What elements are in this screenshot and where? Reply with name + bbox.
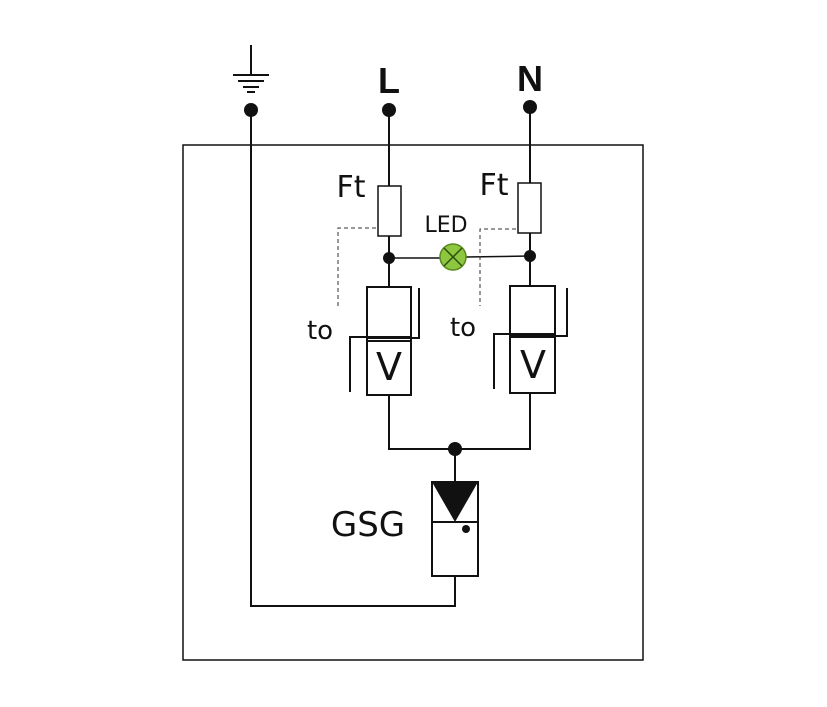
fuse-left-label: Ft xyxy=(336,170,365,205)
terminal-label-neutral: N xyxy=(517,58,543,99)
varistor-right xyxy=(493,285,568,394)
thermal-link-left xyxy=(337,227,376,308)
junction-led-left xyxy=(383,252,395,264)
junction-led-right xyxy=(524,250,536,262)
thermal-right-label: to xyxy=(450,313,476,343)
fuse-right xyxy=(517,182,542,234)
device-enclosure xyxy=(182,144,644,661)
terminal-label-line: L xyxy=(378,60,400,101)
gsg-label: GSG xyxy=(331,505,405,545)
thermal-left-label: to xyxy=(307,316,333,346)
fuse-left xyxy=(377,185,402,237)
led-indicator-icon xyxy=(439,243,467,271)
ground-icon xyxy=(233,45,269,93)
thermal-link-right xyxy=(479,228,516,306)
varistor-left-label: V xyxy=(376,345,402,389)
gsg-component xyxy=(431,481,479,577)
led-label: LED xyxy=(424,213,467,238)
fuse-right-label: Ft xyxy=(479,168,508,203)
ground-wire xyxy=(250,110,456,607)
led-wire-right xyxy=(465,255,531,258)
varistor-right-label: V xyxy=(520,343,546,387)
varistor-common-wire xyxy=(388,393,531,450)
